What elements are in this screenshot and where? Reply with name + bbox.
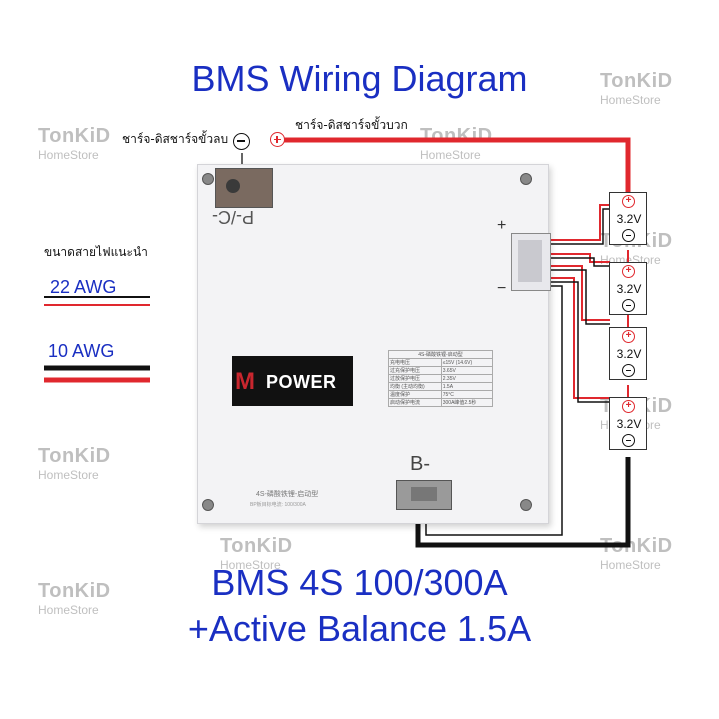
minus-bar: [625, 304, 631, 306]
watermark-brand: TonKiD: [38, 125, 111, 147]
mount-hole-top-right: [520, 173, 532, 185]
positive-terminal-symbol: [270, 132, 285, 147]
spec-key: 启动保护电流: [388, 398, 442, 407]
spec-value: 1.5A: [440, 382, 494, 391]
pc-terminal-label: P-/C-: [212, 207, 254, 227]
plus-icon-v: [276, 135, 278, 143]
minus-bar: [625, 234, 631, 236]
negative-terminal-label: ชาร์จ-ดิสชาร์จขั้วลบ: [122, 132, 229, 146]
minus-icon: [237, 140, 245, 142]
watermark-brand: TonKiD: [38, 580, 111, 602]
spec-table-title: 4S-磷酸铁锂-启动型: [388, 350, 493, 359]
diagram-title: BMS Wiring Diagram: [191, 58, 528, 99]
spec-key: 温度保护: [388, 390, 442, 399]
wire-size-heading: ขนาดสายไฟแนะนำ: [44, 245, 148, 259]
balance-plus-label: +: [497, 217, 507, 234]
balance-connector: [511, 233, 551, 291]
bottom-title-line-2: +Active Balance 1.5A: [187, 608, 532, 649]
cell-negative-icon: [622, 229, 635, 242]
cell-positive-icon: +: [622, 195, 635, 208]
battery-cell: +3.2V: [609, 327, 647, 380]
mount-hole-top-left: [202, 173, 214, 185]
watermark-brand: TonKiD: [600, 535, 673, 557]
watermark-sub: HomeStore: [420, 148, 481, 162]
watermark-sub: HomeStore: [220, 558, 281, 572]
watermark-sub: HomeStore: [600, 93, 661, 107]
cell-positive-icon: +: [622, 400, 635, 413]
mpower-logo: [232, 356, 353, 406]
mpower-logo-m: M: [235, 368, 255, 395]
minus-bar: [625, 439, 631, 441]
watermark-sub: HomeStore: [38, 603, 99, 617]
balance-minus-label: −: [497, 280, 507, 297]
cell-negative-icon: [622, 299, 635, 312]
watermark-brand: TonKiD: [600, 70, 673, 92]
spec-row: 均衡 (主动均衡)1.5A: [388, 382, 494, 391]
spec-row: 充电电压≤15V (14.6V): [388, 358, 494, 367]
mount-hole-bottom-right: [520, 499, 532, 511]
spec-value: 2.35V: [440, 374, 494, 383]
spec-key: 过放保护电压: [388, 374, 442, 383]
negative-terminal-symbol: [233, 133, 250, 150]
bms-board: [197, 164, 549, 524]
b-minus-terminal: [396, 480, 452, 510]
watermark-brand: TonKiD: [220, 535, 293, 557]
spec-key: 充电电压: [388, 358, 442, 367]
spec-key: 均衡 (主动均衡): [388, 382, 442, 391]
b-minus-terminal-screw: [411, 487, 437, 501]
spec-value: 3.65V: [440, 366, 494, 375]
spec-key: 过充保护电压: [388, 366, 442, 375]
spec-value: ≤15V (14.6V): [440, 358, 494, 367]
watermark-brand: TonKiD: [38, 445, 111, 467]
minus-bar: [625, 369, 631, 371]
cell-voltage: 3.2V: [616, 212, 642, 226]
cell-positive-icon: +: [622, 330, 635, 343]
model-line-1: 4S-磷酸铁锂-启动型: [256, 491, 319, 498]
main-positive-wire: [278, 137, 631, 192]
spec-value: 75°C: [440, 390, 494, 399]
battery-cell: +3.2V: [609, 192, 647, 245]
model-line-2: BP板目标电流: 100/300A: [250, 502, 306, 508]
watermark-sub: HomeStore: [38, 468, 99, 482]
balance-connector-pins: [518, 240, 542, 282]
cell-negative-icon: [622, 364, 635, 377]
cell-voltage: 3.2V: [616, 282, 642, 296]
pc-terminal: [215, 168, 273, 208]
cell-voltage: 3.2V: [616, 417, 642, 431]
battery-cell: +3.2V: [609, 262, 647, 315]
b-minus-label: B-: [410, 453, 430, 475]
wire-22-label: 22 AWG: [50, 277, 117, 297]
cell-voltage: 3.2V: [616, 347, 642, 361]
positive-terminal-label: ชาร์จ-ดิสชาร์จขั้วบวก: [295, 118, 408, 132]
cell-negative-icon: [622, 434, 635, 447]
watermark-sub: HomeStore: [600, 558, 661, 572]
mpower-logo-text: POWER: [266, 372, 337, 392]
battery-cell: +3.2V: [609, 397, 647, 450]
bottom-title-line-1: BMS 4S 100/300A: [211, 562, 508, 603]
mount-hole-bottom-left: [202, 499, 214, 511]
watermark-sub: HomeStore: [38, 148, 99, 162]
wire-10-label: 10 AWG: [48, 341, 115, 361]
spec-value: 300A峰值2.5秒: [440, 398, 494, 407]
pc-terminal-screw: [226, 179, 240, 193]
cell-positive-icon: +: [622, 265, 635, 278]
